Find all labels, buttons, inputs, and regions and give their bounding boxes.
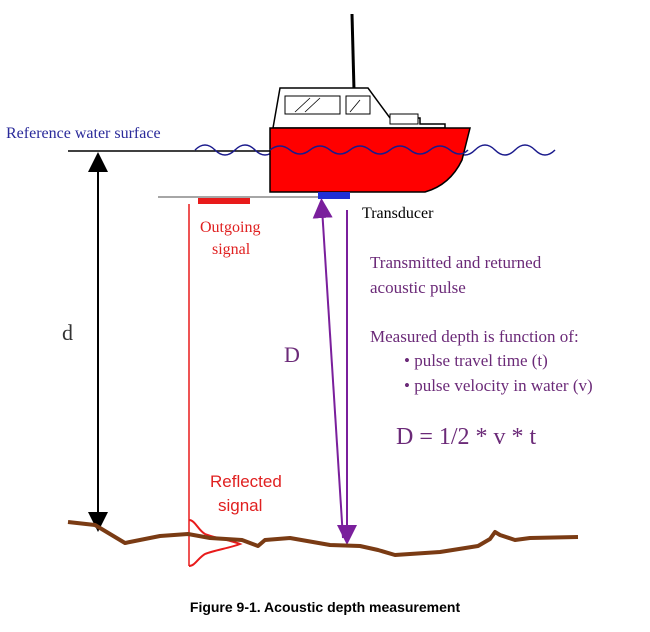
bullet-velocity: • pulse velocity in water (v) (404, 376, 593, 395)
reference-surface-label: Reference water surface (6, 125, 161, 142)
figure-caption: Figure 9-1. Acoustic depth measurement (190, 599, 461, 615)
transmitted-label-line1: Transmitted and returned (370, 253, 542, 272)
cabin-deck-box (389, 113, 419, 125)
boat-hull (269, 127, 471, 193)
reflected-label-line1: Reflected (210, 472, 282, 491)
cabin-window-right (345, 95, 371, 115)
reflected-signal-pulse (188, 519, 243, 567)
boat-mast (350, 13, 356, 91)
pulse-arrow-up (312, 198, 344, 539)
D-label: D (284, 342, 300, 367)
bullet-travel-time: • pulse travel time (t) (404, 351, 548, 370)
transducer-label: Transducer (362, 205, 434, 222)
d-label: d (62, 320, 73, 345)
reflected-label-line2: signal (218, 496, 262, 515)
seabed-line (67, 520, 579, 557)
transducer (318, 192, 350, 199)
depth-formula: D = 1/2 * v * t (396, 424, 537, 450)
transmitted-label-line2: acoustic pulse (370, 278, 466, 297)
outgoing-label-line2: signal (212, 241, 251, 258)
outgoing-signal-bar (198, 198, 250, 204)
measured-depth-intro: Measured depth is function of: (370, 327, 579, 346)
outgoing-label-line1: Outgoing (200, 219, 260, 236)
cabin-window-left (284, 95, 341, 115)
